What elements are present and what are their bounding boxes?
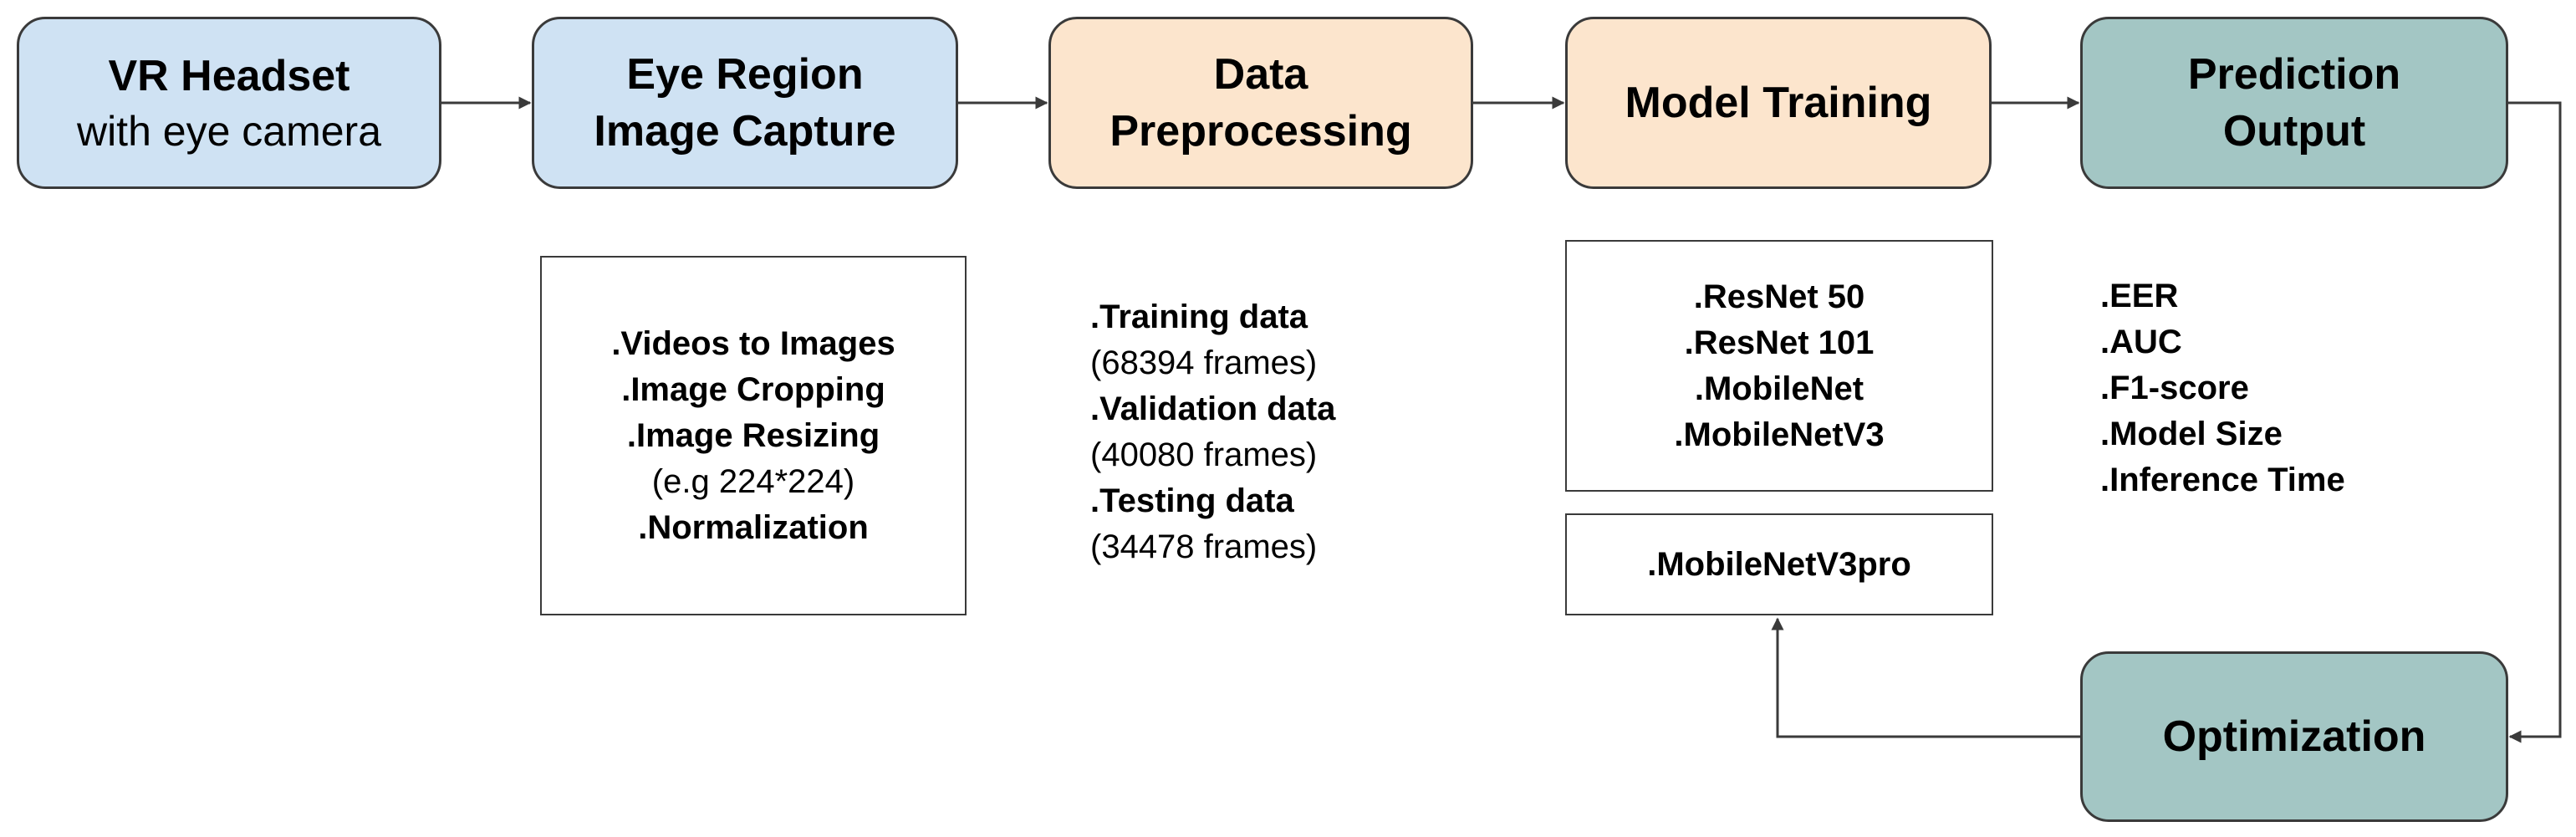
preprocessing-title-line-1: Data bbox=[1213, 50, 1308, 99]
eye-capture-node: Eye Region Image Capture bbox=[532, 17, 958, 189]
eye-capture-step: .Videos to Images bbox=[611, 324, 895, 362]
dataset-list: .Training data (68394 frames) .Validatio… bbox=[1090, 294, 1335, 570]
metric-item: .Model Size bbox=[2100, 416, 2283, 452]
vr-headset-title: VR Headset bbox=[108, 52, 350, 100]
dataset-frames: (34478 frames) bbox=[1090, 528, 1318, 565]
metric-item: .AUC bbox=[2100, 324, 2182, 360]
model-training-node: Model Training bbox=[1565, 17, 1992, 189]
model-list-panel: .ResNet 50 .ResNet 101 .MobileNet .Mobil… bbox=[1565, 240, 1993, 492]
prediction-output-node: Prediction Output bbox=[2080, 17, 2508, 189]
dataset-frames: (68394 frames) bbox=[1090, 344, 1318, 381]
metrics-list: .EER .AUC .F1-score .Model Size .Inferen… bbox=[2100, 273, 2345, 503]
optimized-model-panel: .MobileNetV3pro bbox=[1565, 513, 1993, 615]
model-item: .ResNet 50 bbox=[1693, 278, 1865, 315]
model-item: .MobileNet bbox=[1694, 370, 1864, 407]
metric-item: .F1-score bbox=[2100, 370, 2249, 406]
vr-headset-subtitle: with eye camera bbox=[76, 108, 382, 155]
preprocessing-title-line-2: Preprocessing bbox=[1109, 107, 1412, 156]
preprocessing-node: Data Preprocessing bbox=[1048, 17, 1473, 189]
optimization-title: Optimization bbox=[2162, 712, 2426, 761]
eye-capture-step: .Image Cropping bbox=[621, 370, 885, 408]
eye-capture-step: .Normalization bbox=[638, 508, 869, 546]
prediction-output-title-line-2: Output bbox=[2222, 107, 2366, 156]
eye-capture-steps-panel: .Videos to Images .Image Cropping .Image… bbox=[540, 256, 967, 615]
optimization-node: Optimization bbox=[2080, 651, 2508, 822]
eye-capture-step-note: (e.g 224*224) bbox=[651, 462, 855, 500]
model-training-title: Model Training bbox=[1625, 79, 1932, 127]
dataset-label: .Training data bbox=[1090, 299, 1308, 335]
prediction-output-title-line-1: Prediction bbox=[2187, 50, 2401, 99]
metric-item: .EER bbox=[2100, 278, 2179, 314]
eye-capture-title-line-1: Eye Region bbox=[626, 50, 864, 99]
model-item: .MobileNetV3 bbox=[1674, 416, 1885, 453]
optimized-model-label: .MobileNetV3pro bbox=[1647, 545, 1911, 583]
model-item: .ResNet 101 bbox=[1684, 324, 1875, 361]
dataset-label: .Validation data bbox=[1090, 390, 1336, 427]
eye-capture-title-line-2: Image Capture bbox=[594, 107, 896, 156]
dataset-frames: (40080 frames) bbox=[1090, 436, 1318, 473]
metric-item: .Inference Time bbox=[2100, 462, 2345, 498]
dataset-label: .Testing data bbox=[1090, 482, 1294, 519]
arrow-optimization-to-mobilenetv3pro bbox=[1771, 617, 2080, 738]
eye-capture-step: .Image Resizing bbox=[626, 416, 880, 454]
arrow-output-to-optimization bbox=[2508, 101, 2562, 743]
vr-headset-node: VR Headset with eye camera bbox=[17, 17, 441, 189]
